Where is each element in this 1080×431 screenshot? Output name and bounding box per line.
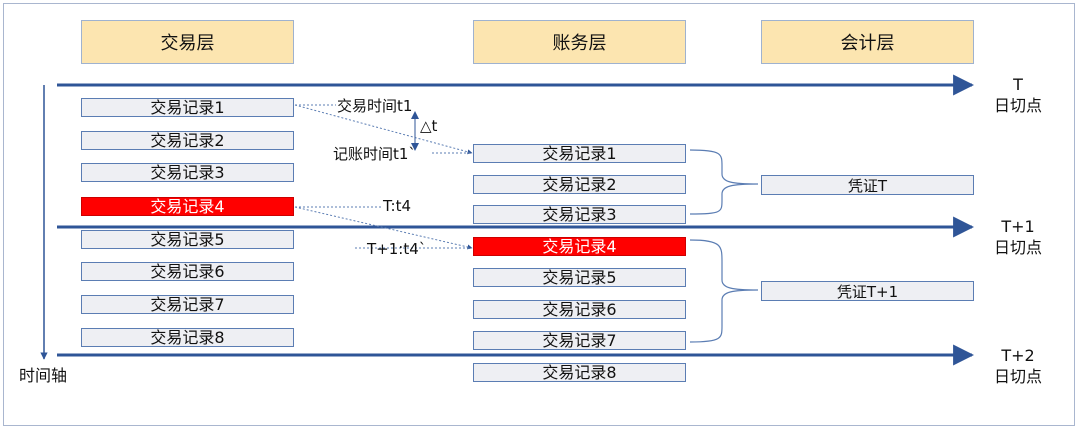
cutoff-label-t: T 日切点: [988, 74, 1048, 116]
annotation-posting-time: 记账时间t1`: [333, 145, 416, 163]
connector-record1-post: [294, 104, 473, 155]
cutoff-day: T: [1013, 75, 1023, 94]
annotation-t-t4: T:t4: [383, 197, 411, 215]
transaction-record: 交易记录8: [81, 328, 294, 347]
cutoff-label-t2: T+2 日切点: [988, 345, 1048, 387]
ledger-record: 交易记录3: [473, 205, 686, 224]
ledger-record-highlighted: 交易记录4: [473, 237, 686, 256]
cutoff-label-t1: T+1 日切点: [988, 216, 1048, 258]
ledger-record: 交易记录6: [473, 300, 686, 319]
transaction-record: 交易记录2: [81, 131, 294, 150]
transaction-record: 交易记录1: [81, 98, 294, 117]
cutoff-text: 日切点: [993, 367, 1042, 386]
brace-voucher-t1: [689, 239, 759, 343]
header-transaction-layer: 交易层: [81, 20, 294, 64]
header-accounting-layer: 会计层: [761, 20, 974, 64]
annotation-transaction-time: 交易时间t1: [337, 97, 413, 115]
ledger-record: 交易记录8: [473, 363, 686, 382]
brace-voucher-t: [689, 149, 759, 215]
voucher-t1: 凭证T+1: [761, 281, 974, 301]
voucher-t: 凭证T: [761, 175, 974, 195]
transaction-record: 交易记录3: [81, 163, 294, 182]
cutoff-day: T+2: [1001, 346, 1035, 365]
cutoff-text: 日切点: [993, 238, 1042, 257]
annotation-delta-t: △t: [420, 117, 438, 135]
ledger-record: 交易记录1: [473, 144, 686, 163]
ledger-record: 交易记录5: [473, 268, 686, 287]
ledger-record: 交易记录2: [473, 175, 686, 194]
cutoff-day: T+1: [1001, 217, 1035, 236]
header-ledger-layer: 账务层: [473, 20, 686, 64]
time-axis-label: 时间轴: [19, 366, 68, 385]
transaction-record-highlighted: 交易记录4: [81, 197, 294, 216]
annotation-t1-t4: T+1:t4`: [367, 240, 427, 258]
ledger-record: 交易记录7: [473, 331, 686, 350]
transaction-record: 交易记录7: [81, 295, 294, 314]
transaction-record: 交易记录6: [81, 262, 294, 281]
cutoff-text: 日切点: [993, 96, 1042, 115]
diagram-frame: [3, 3, 1075, 426]
transaction-record: 交易记录5: [81, 230, 294, 249]
